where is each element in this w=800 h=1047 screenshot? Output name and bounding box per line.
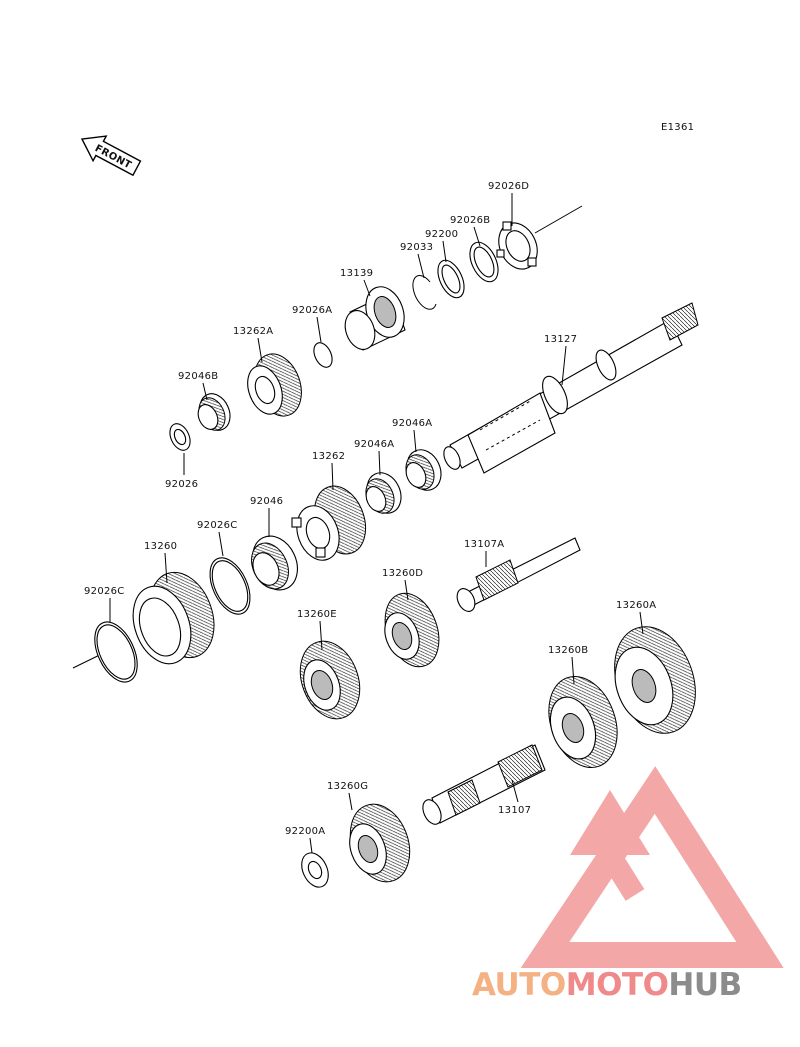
label-92026D: 92026D <box>488 181 529 192</box>
part-13107-shaft <box>422 744 546 825</box>
part-13260-gear <box>132 571 215 665</box>
part-13260A-gear <box>614 626 696 734</box>
part-13262A-gear <box>247 353 302 417</box>
part-13139-sleeve <box>344 286 406 351</box>
leader-lines <box>109 193 644 854</box>
part-92200-ring-inner <box>441 264 461 294</box>
part-13260D-gear <box>384 592 440 668</box>
label-92046A-2: 92046A <box>354 439 394 450</box>
part-13127-shaft <box>443 302 699 474</box>
label-13127: 13127 <box>544 334 577 345</box>
front-arrow-icon: FRONT <box>80 135 142 177</box>
label-13262A: 13262A <box>233 326 273 337</box>
label-13260B: 13260B <box>548 645 588 656</box>
part-92046A-bearing-2 <box>365 472 402 514</box>
label-92033: 92033 <box>400 242 433 253</box>
label-13260A: 13260A <box>616 600 656 611</box>
watermark-part2: MOTO <box>566 967 669 1003</box>
part-13262-gear <box>291 485 367 561</box>
part-labels: 92026D 92026B 92200 92033 13139 92026A 1… <box>84 181 656 837</box>
part-92046B-bearing <box>197 393 231 431</box>
label-13139: 13139 <box>340 268 373 279</box>
watermark-part1: AUTO <box>472 967 566 1003</box>
part-92046-bearing <box>251 535 298 591</box>
label-92026B: 92026B <box>450 215 490 226</box>
label-13262: 13262 <box>312 451 345 462</box>
label-13260: 13260 <box>144 541 177 552</box>
label-13260G: 13260G <box>327 781 368 792</box>
watermark-part3: HUB <box>668 967 741 1003</box>
part-92026C-ring-1-inner <box>211 560 249 612</box>
label-13107A: 13107A <box>464 539 504 550</box>
label-92046B: 92046B <box>178 371 218 382</box>
part-13107A-shaft <box>456 537 581 612</box>
label-92046A-1: 92046A <box>392 418 432 429</box>
label-13260D: 13260D <box>382 568 423 579</box>
diagram-code: E1361 <box>661 122 694 133</box>
part-92026D-washer <box>496 221 538 270</box>
label-92026A: 92026A <box>292 305 332 316</box>
part-92026A-washer <box>313 342 333 368</box>
part-13260B-gear <box>548 675 618 769</box>
part-13260E-gear <box>299 640 361 720</box>
part-92200A-washer-inner <box>307 860 323 880</box>
part-92026-washer-inner <box>173 428 187 446</box>
label-13260E: 13260E <box>297 609 337 620</box>
label-13107: 13107 <box>498 805 531 816</box>
label-92046: 92046 <box>250 496 283 507</box>
watermark-logo-icon <box>520 766 784 968</box>
label-92026: 92026 <box>165 479 198 490</box>
part-13260G-gear <box>349 803 411 883</box>
part-92046A-bearing-1 <box>405 449 442 491</box>
part-92026C-ring-2-inner <box>96 624 136 680</box>
watermark-text: AUTOMOTOHUB <box>472 967 742 1003</box>
label-92200A: 92200A <box>285 826 325 837</box>
axis-line-top <box>534 205 583 234</box>
part-92033-circlip <box>412 275 437 310</box>
label-92026C-2: 92026C <box>84 586 125 597</box>
label-92026C-1: 92026C <box>197 520 238 531</box>
label-92200: 92200 <box>425 229 458 240</box>
part-92026B-ring-inner <box>473 246 495 278</box>
